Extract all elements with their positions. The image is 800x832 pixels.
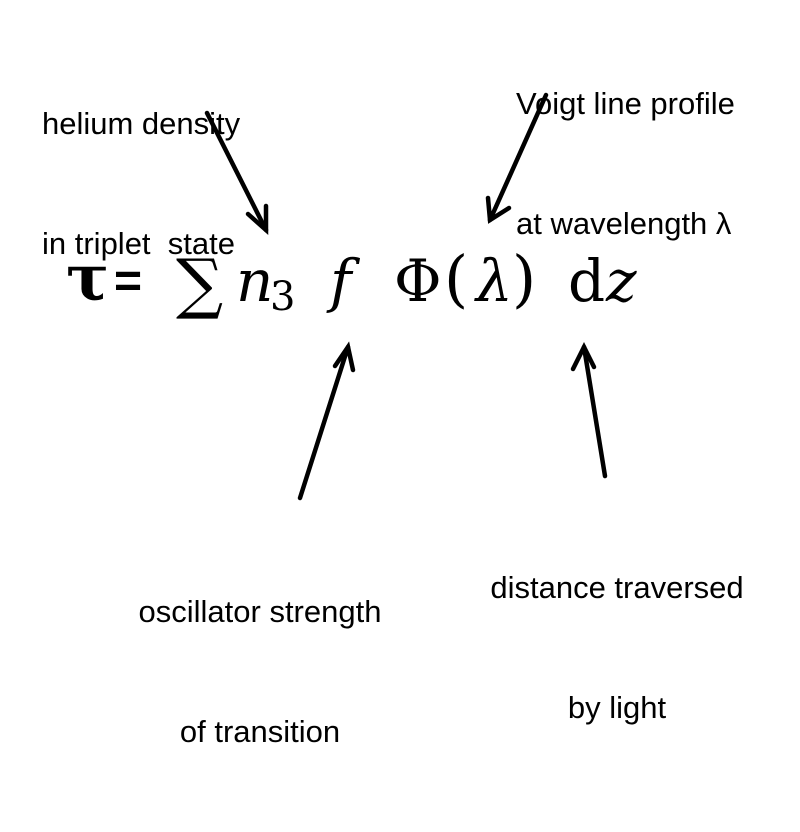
label-distance-line-1: distance traversed [490, 570, 744, 605]
label-helium-line-1: helium density [42, 106, 241, 141]
annotation-arrows [204, 92, 608, 501]
label-voigt-line-1: Voigt line profile [516, 86, 735, 121]
label-voigt-profile: Voigt line profile at wavelength λ [516, 4, 735, 324]
arrow-to-n3 [204, 110, 269, 236]
equation-f: f [330, 247, 352, 315]
equation-close-paren: ) [512, 242, 537, 315]
label-helium-line-2: in triplet state [42, 226, 235, 261]
label-helium-density: helium density in triplet state [42, 24, 240, 344]
equation-n: n [236, 247, 274, 315]
arrow-to-voigt-profile [485, 92, 549, 224]
equation-sum: ∑ [176, 245, 224, 322]
equation-d: d [568, 247, 606, 315]
label-voigt-line-2: at wavelength λ [516, 206, 732, 241]
label-oscillator-line-2: of transition [179, 714, 341, 749]
equation-phi: Φ [394, 247, 442, 315]
equation-equals: = [114, 255, 143, 308]
equation-open-paren: ( [444, 242, 469, 315]
arrow-to-distance [570, 341, 608, 479]
equation-n-subscript: 3 [270, 274, 296, 320]
arrow-to-oscillator-strength [297, 341, 356, 501]
equation-diagram: helium density in triplet state Voigt li… [42, 4, 744, 749]
equation-lambda: λ [476, 247, 513, 315]
equation-z: z [606, 247, 637, 315]
equation-tau: τ [66, 241, 110, 316]
label-distance-line-2: by light [567, 690, 667, 725]
